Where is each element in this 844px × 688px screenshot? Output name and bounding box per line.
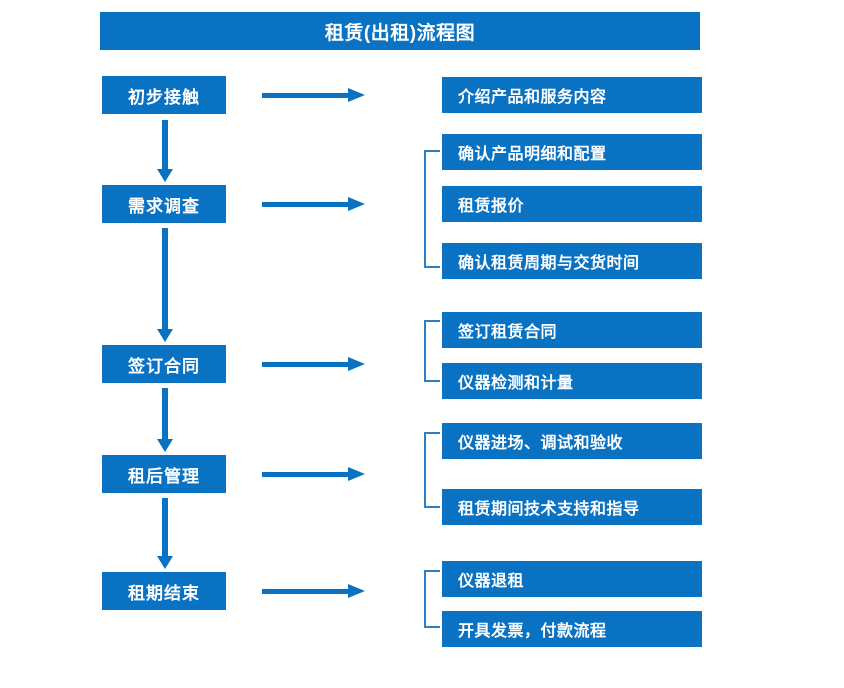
- bracket-group-3: [424, 320, 440, 382]
- detail-box-9[interactable]: 仪器退租: [442, 561, 702, 597]
- link-arrow-right-1: [262, 88, 366, 102]
- stage-box-1[interactable]: 初步接触: [102, 76, 226, 114]
- detail-box-2[interactable]: 确认产品明细和配置: [442, 134, 702, 170]
- detail-box-4[interactable]: 确认租赁周期与交货时间: [442, 243, 702, 279]
- detail-box-3[interactable]: 租赁报价: [442, 186, 702, 222]
- flow-arrow-down-4: [157, 498, 173, 569]
- stage-box-4[interactable]: 租后管理: [102, 455, 226, 493]
- flow-arrow-down-3: [157, 388, 173, 452]
- flow-arrow-down-2: [157, 228, 173, 342]
- bracket-group-5: [424, 570, 440, 628]
- detail-box-7[interactable]: 仪器进场、调试和验收: [442, 423, 702, 459]
- flow-arrow-down-1: [157, 120, 173, 182]
- link-arrow-right-4: [262, 467, 366, 481]
- stage-box-5[interactable]: 租期结束: [102, 572, 226, 610]
- detail-box-10[interactable]: 开具发票，付款流程: [442, 611, 702, 647]
- detail-box-5[interactable]: 签订租赁合同: [442, 312, 702, 348]
- bracket-group-4: [424, 432, 440, 508]
- detail-box-8[interactable]: 租赁期间技术支持和指导: [442, 489, 702, 525]
- detail-box-6[interactable]: 仪器检测和计量: [442, 363, 702, 399]
- stage-box-2[interactable]: 需求调查: [102, 185, 226, 223]
- link-arrow-right-2: [262, 197, 366, 211]
- stage-box-3[interactable]: 签订合同: [102, 345, 226, 383]
- link-arrow-right-3: [262, 357, 366, 371]
- detail-box-1[interactable]: 介绍产品和服务内容: [442, 77, 702, 113]
- link-arrow-right-5: [262, 584, 366, 598]
- bracket-group-2: [424, 150, 440, 268]
- diagram-title: 租赁(出租)流程图: [100, 12, 700, 50]
